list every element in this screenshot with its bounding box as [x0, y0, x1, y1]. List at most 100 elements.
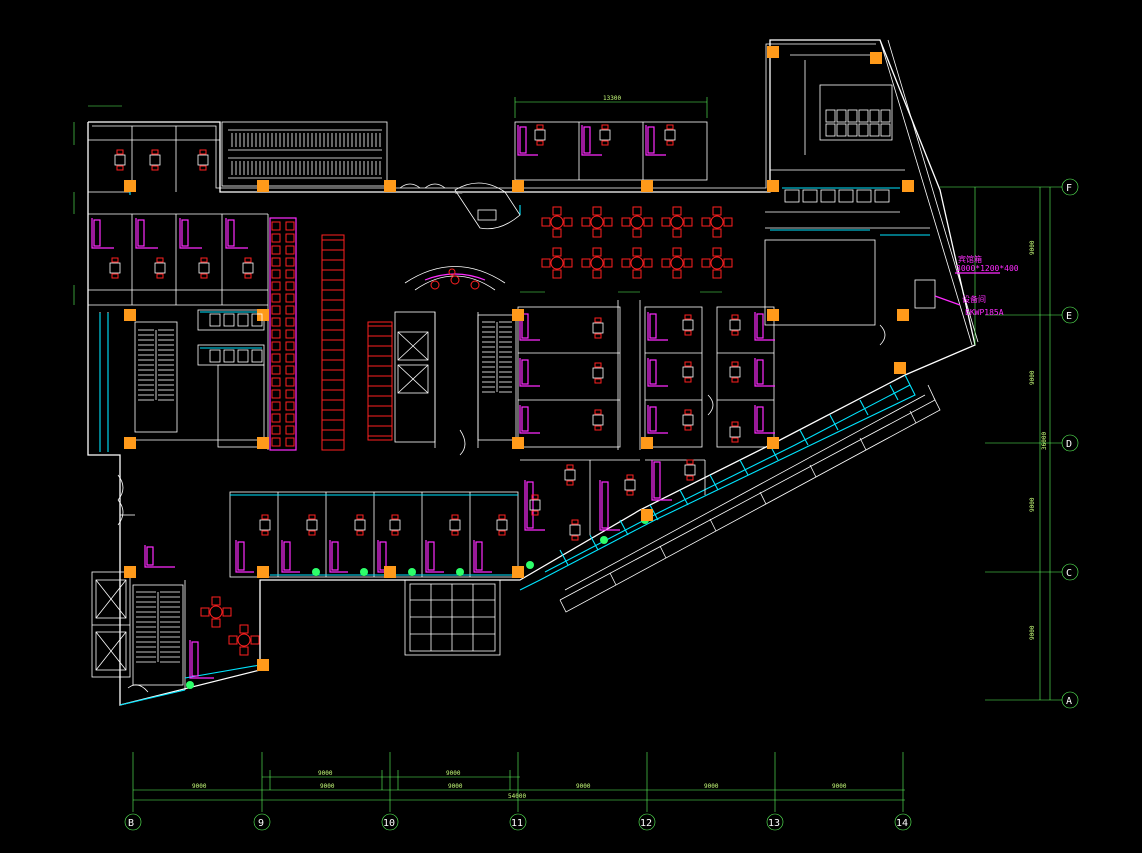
axis-bubble-icon: 14 [894, 813, 912, 831]
dim-right-2: 9000 [1029, 370, 1036, 385]
chair-icon [661, 217, 671, 227]
chair-icon [701, 217, 711, 227]
chair-icon [271, 389, 281, 399]
chair-icon [285, 341, 295, 351]
dining-tables [200, 206, 733, 656]
table [624, 479, 636, 491]
column-icon [767, 437, 779, 449]
axis-bubbles-right: F E D C A [1061, 178, 1079, 709]
toilet-stall [838, 189, 854, 203]
chair-icon [592, 206, 602, 216]
round-table [550, 256, 564, 270]
sofa-icon [649, 359, 657, 385]
dim-bottom-3: 9000 [448, 783, 463, 790]
chair-icon [271, 221, 281, 231]
sofa-icon [475, 541, 483, 571]
chair-icon [683, 258, 693, 268]
chair-icon [701, 258, 711, 268]
column-icon [767, 46, 779, 58]
chair-icon [285, 233, 295, 243]
chair-icon [731, 437, 739, 443]
sofa-icon [225, 218, 248, 249]
chair-icon [712, 247, 722, 257]
table [729, 366, 741, 378]
column-icon [124, 46, 914, 671]
chair-icon [592, 247, 602, 257]
stair-icon [136, 129, 512, 663]
axis-label-13: 13 [768, 818, 780, 829]
axis-label-b: B [128, 818, 134, 829]
chair-icon [566, 480, 574, 486]
toilet-stall [858, 109, 869, 123]
reception [424, 182, 521, 290]
sofa-icon [649, 313, 657, 339]
chair-icon [271, 437, 281, 447]
toilet-stall [825, 123, 836, 137]
table [306, 519, 318, 531]
toilet-stall [223, 313, 235, 327]
chair-icon [244, 257, 252, 263]
chair-icon [531, 510, 539, 516]
toilet-stall [836, 109, 847, 123]
chair-icon [271, 281, 281, 291]
column-icon [897, 309, 909, 321]
dim-right-3: 9000 [1029, 497, 1036, 512]
round-table [630, 215, 644, 229]
chair-icon [271, 353, 281, 363]
toilet-stall [223, 349, 235, 363]
dim-bottom-6: 9000 [832, 783, 847, 790]
toilet-stall [869, 123, 880, 137]
note-1-line-2: 3000*1200*400 [956, 264, 1019, 273]
table [682, 319, 694, 331]
axis-bubble-icon: F [1061, 178, 1079, 196]
sofa-icon [526, 481, 534, 529]
bench-tables [269, 217, 393, 451]
chair-icon [285, 365, 295, 375]
axis-label-10: 10 [383, 818, 395, 829]
chair-icon [285, 317, 295, 327]
sofa-icon [653, 461, 661, 499]
table [682, 414, 694, 426]
chair-icon [156, 273, 164, 279]
dim-top-meeting: 13300 [603, 95, 621, 102]
chair-icon [723, 217, 733, 227]
chair-icon [285, 377, 295, 387]
elevator-icon [95, 331, 429, 671]
chair-icon [731, 314, 739, 320]
chair-icon [261, 530, 269, 536]
sofa-icon [519, 312, 540, 341]
chair-icon [271, 365, 281, 375]
round-table [590, 215, 604, 229]
chair-icon [116, 165, 124, 171]
toilet-stall [237, 349, 249, 363]
chair-icon [285, 245, 295, 255]
toilet-stall [880, 109, 891, 123]
dim-right-1: 9000 [1029, 240, 1036, 255]
table [354, 519, 366, 531]
table [149, 154, 161, 166]
chair-icon [498, 530, 506, 536]
axis-label-12: 12 [640, 818, 652, 829]
annotations: 宾馆箱 3000*1200*400 设备间 EKWP185A [934, 254, 1019, 317]
table [569, 524, 581, 536]
axis-label-d: D [1066, 439, 1072, 450]
sofa-icon [473, 540, 492, 573]
chair-icon [222, 607, 232, 617]
chair-icon [592, 228, 602, 238]
sofa-icon [93, 219, 101, 247]
toilet-stall [784, 189, 800, 203]
column-icon [767, 180, 779, 192]
chair-icon [285, 425, 295, 435]
axis-bubble-icon: C [1061, 563, 1079, 581]
table [529, 499, 541, 511]
dimension-grid [73, 97, 1062, 812]
column-icon [512, 566, 524, 578]
plant-icon [600, 536, 608, 544]
toilet-stall [847, 109, 858, 123]
facade-panels [559, 397, 941, 613]
chair-icon [712, 269, 722, 279]
note-1-line-1: 宾馆箱 [958, 254, 982, 264]
axis-bubble-icon: E [1061, 306, 1079, 324]
toilet-stall [858, 123, 869, 137]
chair-icon [285, 353, 295, 363]
